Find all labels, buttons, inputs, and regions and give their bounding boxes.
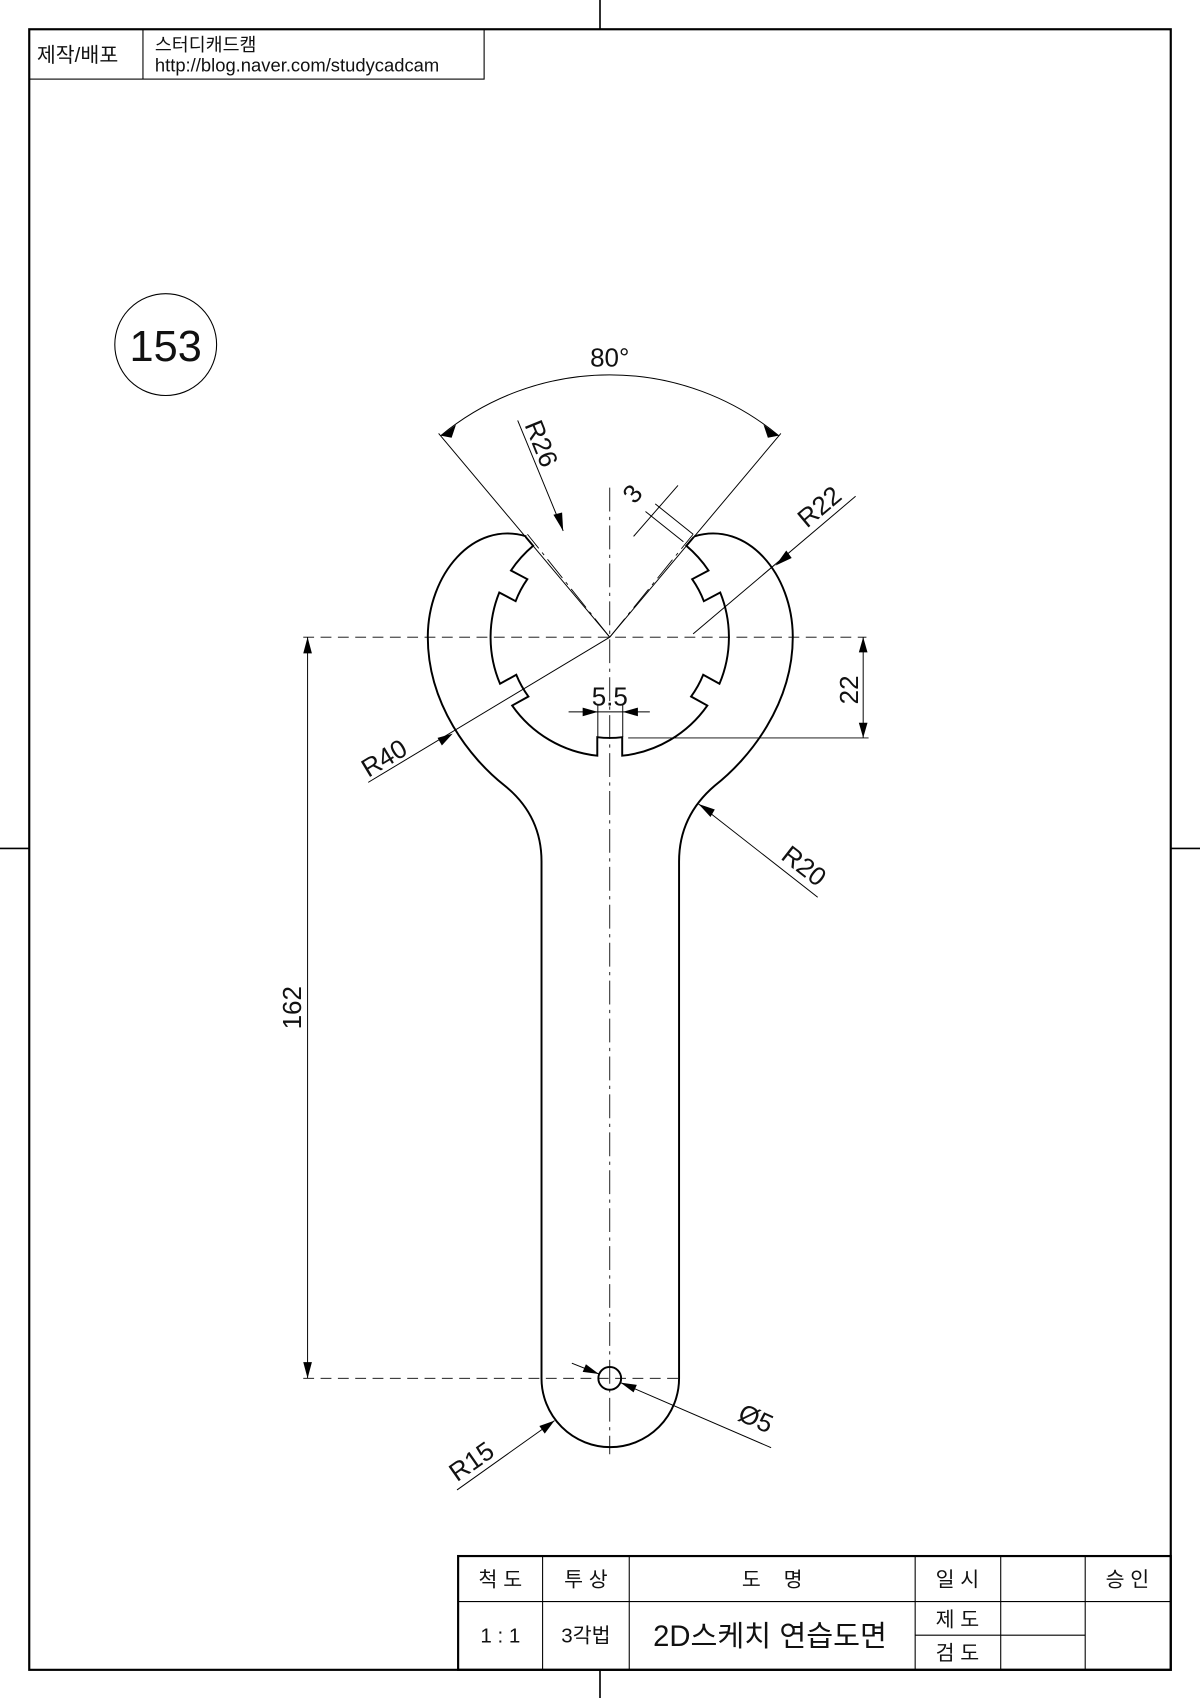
r26-dimension: R26 <box>517 416 565 532</box>
d22-label: 22 <box>834 675 864 704</box>
tab-width-dimension: 5.5 <box>568 681 650 737</box>
projection-label: 투 상 <box>564 1568 608 1591</box>
author-box: 제작/배포 스터디캐드캠 http://blog.naver.com/study… <box>28 28 485 80</box>
r20-dimension: R20 <box>698 803 832 898</box>
projection-value: 3각법 <box>561 1625 610 1648</box>
pivot-hole <box>597 1365 623 1391</box>
scale-label: 척 도 <box>479 1568 523 1591</box>
author-url[interactable]: http://blog.naver.com/studycadcam <box>155 55 439 76</box>
r40-label: R40 <box>356 733 412 783</box>
slot-3-dimension: 3 <box>616 478 694 543</box>
r40-dimension: R40 <box>356 636 610 783</box>
tab-width-label: 5.5 <box>592 681 628 711</box>
angle-label: 80° <box>590 342 629 372</box>
checked-by-label: 검 도 <box>936 1642 980 1665</box>
title-block <box>457 1554 1172 1671</box>
drawing-name-value: 2D스케치 연습도면 <box>653 1621 887 1653</box>
approval-label: 승 인 <box>1106 1568 1150 1591</box>
r26-label: R26 <box>519 416 565 471</box>
tab-centerline-left <box>527 533 611 638</box>
hole-label: Ø5 <box>734 1398 778 1440</box>
sheet-border <box>28 28 1172 1671</box>
author-label: 제작/배포 <box>37 44 118 67</box>
scale-value: 1 : 1 <box>480 1625 520 1648</box>
r20-label: R20 <box>776 839 832 892</box>
r15-dimension: R15 <box>443 1420 555 1491</box>
author-name: 스터디캐드캠 <box>155 34 257 55</box>
length-label: 162 <box>277 986 307 1029</box>
drawn-by-label: 제 도 <box>936 1608 980 1631</box>
r22-label: R22 <box>791 480 847 534</box>
date-label: 일 시 <box>936 1568 980 1591</box>
r22-dimension: R22 <box>692 480 856 635</box>
drawing-number: 153 <box>130 323 202 371</box>
drawing-name-label: 도 명 <box>742 1568 803 1591</box>
drawing-number-circle <box>114 293 218 397</box>
wrench-outline <box>426 532 794 1449</box>
length-162-dimension: 162 <box>277 637 312 1379</box>
wrench-jaw-inner-contour <box>489 536 730 757</box>
title-block-text: 척 도 투 상 도 명 일 시 승 인 1 : 1 3각법 2D스케치 연습도면… <box>479 1568 1150 1665</box>
hole-diameter-dimension: Ø5 <box>571 1362 778 1449</box>
r15-label: R15 <box>443 1435 499 1487</box>
angle-dimension: 80° <box>438 342 782 638</box>
22-dimension: 22 <box>628 637 869 739</box>
slot-label: 3 <box>616 478 648 508</box>
